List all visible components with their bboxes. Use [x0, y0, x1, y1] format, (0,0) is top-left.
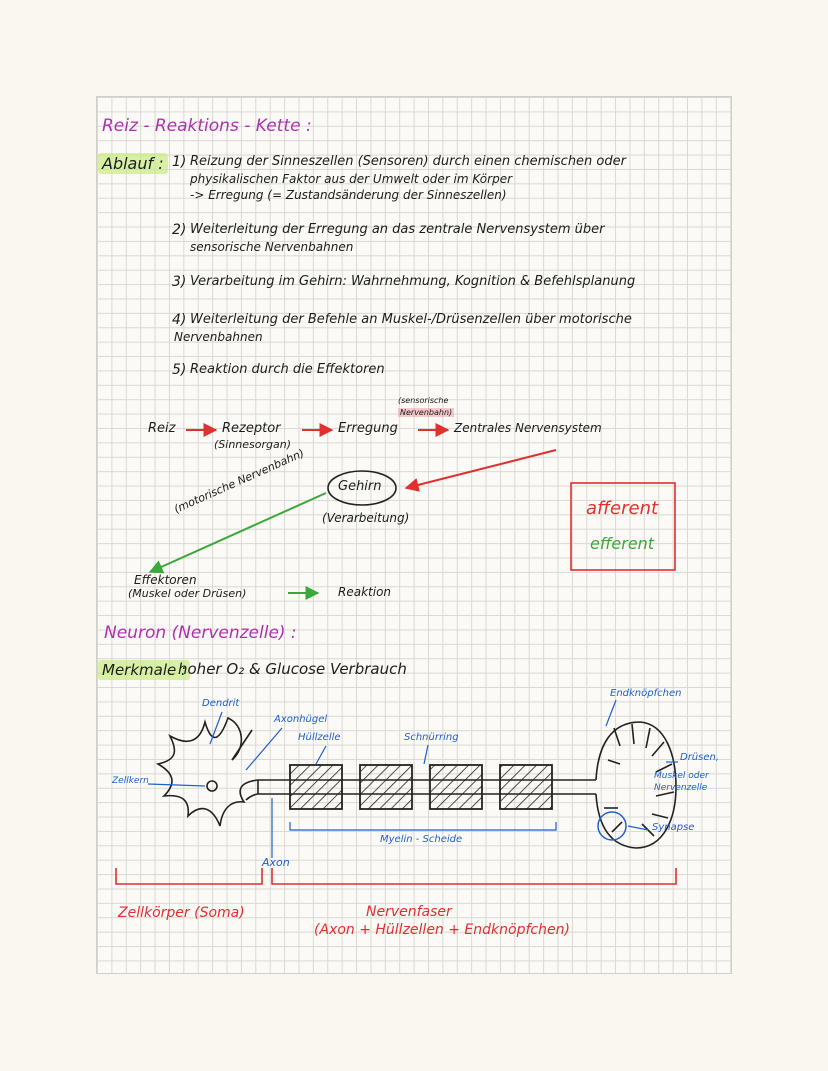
label-endknoepfchen: Endknöpfchen — [610, 688, 682, 699]
label-schnuerring: Schnürring — [404, 732, 459, 743]
neuron-terminal — [595, 721, 677, 849]
step-1-line2: physikalischen Faktor aus der Umwelt ode… — [190, 172, 513, 186]
label-dendrit: Dendrit — [202, 698, 240, 709]
label-zellkoerper: Zellkörper (Soma) — [118, 905, 245, 921]
myelin-sheath — [359, 764, 413, 810]
flow-effektoren: Effektoren — [134, 573, 197, 587]
step-1-num: 1) — [172, 154, 187, 170]
myelin-sheath — [499, 764, 553, 810]
neuron-soma — [155, 716, 259, 830]
step-3-num: 3) — [172, 274, 187, 290]
ablauf-label: Ablauf : — [98, 153, 168, 174]
step-4-line2: Nervenbahnen — [174, 330, 263, 344]
legend-box — [570, 482, 676, 571]
label-axonhuegel: Axonhügel — [274, 714, 328, 725]
label-nervenfaser: Nervenfaser — [366, 904, 452, 920]
flow-rezeptor: Rezeptor — [222, 421, 281, 436]
flow-rezeptor-sub: (Sinnesorgan) — [214, 438, 292, 451]
flow-erregung: Erregung — [338, 421, 398, 436]
flow-effektoren-sub: (Muskel oder Drüsen) — [128, 587, 247, 600]
label-nervenfaser-sub: (Axon + Hüllzellen + Endknöpfchen) — [314, 922, 570, 938]
step-1-line3: -> Erregung (= Zustandsänderung der Sinn… — [190, 188, 507, 202]
label-huellzelle: Hüllzelle — [298, 732, 341, 743]
label-axon: Axon — [262, 856, 290, 869]
label-druesen-3: Nervenzelle — [654, 783, 708, 793]
step-2-line2: sensorische Nervenbahnen — [190, 240, 354, 254]
synapse-circle — [597, 811, 627, 841]
graph-paper-sheet — [96, 96, 732, 974]
step-5-line1: Reaktion durch die Effektoren — [190, 362, 385, 377]
section-title-neuron: Neuron (Nervenzelle) : — [104, 623, 297, 643]
section-title-reiz-reaktion: Reiz - Reaktions - Kette : — [102, 116, 312, 136]
label-synapse: Synapse — [652, 822, 695, 833]
red-brackets — [115, 868, 677, 885]
myelin-sheath — [429, 764, 483, 810]
merkmale-text: hoher O₂ & Glucose Verbrauch — [178, 660, 407, 678]
label-pointers — [147, 699, 678, 858]
step-1-line1: Reizung der Sinneszellen (Sensoren) durc… — [190, 154, 626, 169]
flow-reaktion: Reaktion — [338, 585, 392, 599]
legend-efferent: efferent — [590, 534, 655, 553]
step-2-line1: Weiterleitung der Erregung an das zentra… — [190, 222, 605, 237]
flow-sensorisch-note-2: Nervenbahn) — [398, 408, 455, 417]
step-4-num: 4) — [172, 312, 187, 328]
label-myelin: Myelin - Scheide — [380, 834, 463, 845]
flow-zns: Zentrales Nervensystem — [454, 421, 602, 435]
flow-sensorisch-note-1: (sensorische — [398, 396, 449, 405]
flow-verarbeitung: (Verarbeitung) — [322, 511, 410, 525]
myelin-sheath — [289, 764, 343, 810]
step-3-line1: Verarbeitung im Gehirn: Wahrnehmung, Kog… — [190, 274, 636, 289]
step-2-num: 2) — [172, 222, 187, 238]
label-druesen-2: Muskel oder — [654, 771, 709, 781]
label-druesen-1: Drüsen, — [680, 752, 720, 763]
step-4-line1: Weiterleitung der Befehle an Muskel-/Drü… — [190, 312, 632, 327]
arrow-gehirn-effektoren — [148, 492, 327, 574]
legend-afferent: afferent — [586, 498, 659, 519]
label-zellkern: Zellkern — [112, 776, 149, 786]
merkmale-label: Merkmale : — [98, 660, 191, 680]
arrow-zns-gehirn — [404, 449, 557, 492]
step-5-num: 5) — [172, 362, 187, 378]
flow-reiz: Reiz — [148, 421, 176, 436]
flow-gehirn: Gehirn — [338, 479, 382, 494]
gehirn-circle — [327, 470, 397, 506]
